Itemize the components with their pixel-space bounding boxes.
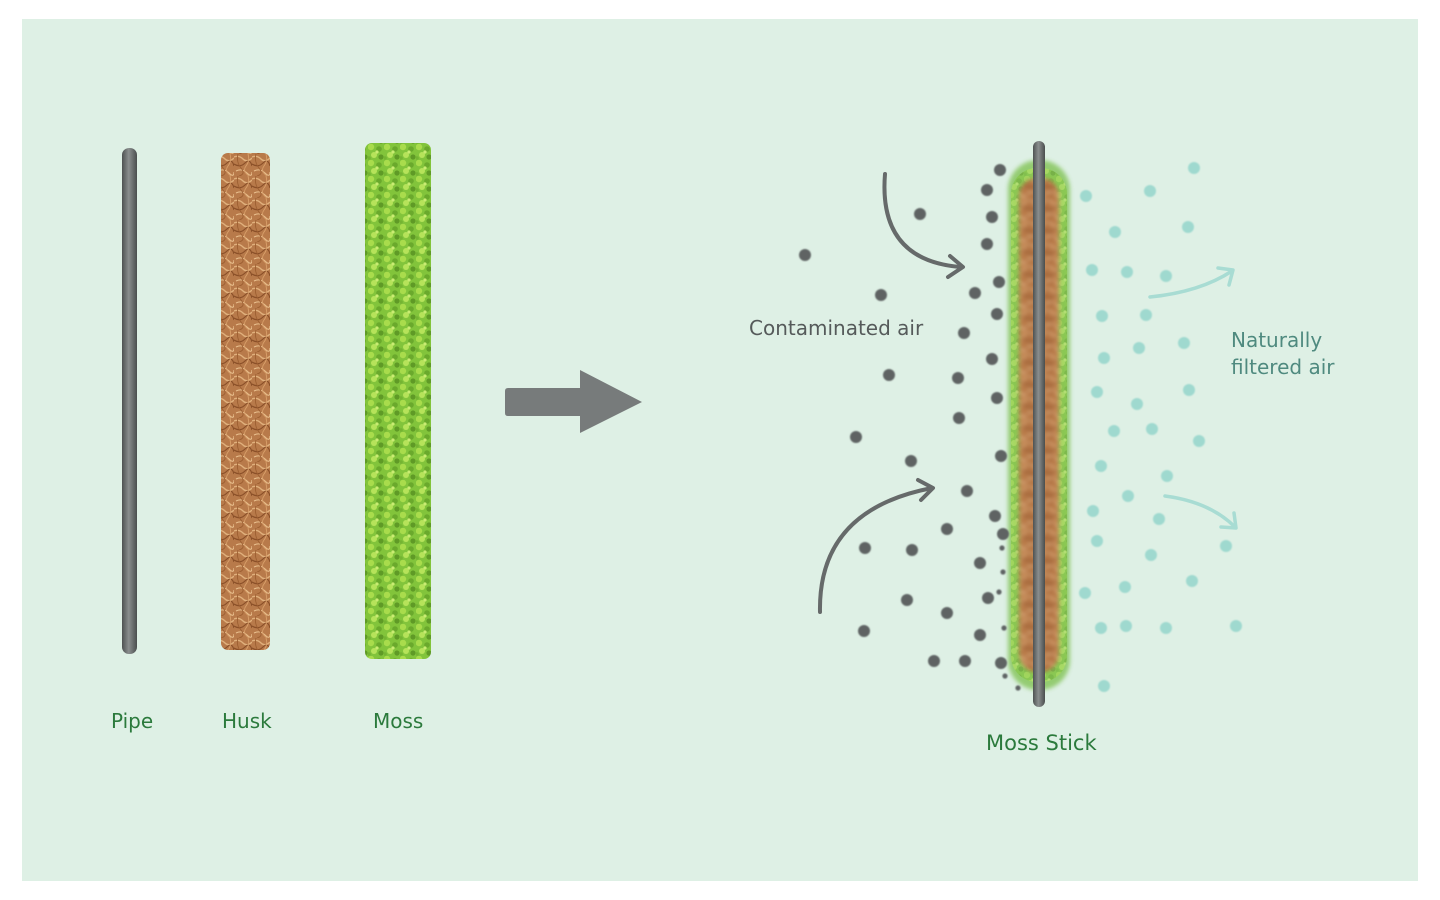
clean-air-particle (1091, 535, 1103, 547)
contaminated-flow-arrows (817, 172, 965, 614)
clean-air-particle (1188, 162, 1200, 174)
clean-air-particle (1153, 513, 1165, 525)
contaminant-particle (999, 545, 1005, 551)
clean-air-particle (1230, 620, 1242, 632)
curved-arrow-icon (817, 486, 934, 614)
contaminant-particle (941, 607, 953, 619)
moss-stick-label: Moss Stick (986, 731, 1097, 755)
contaminant-particle (883, 369, 895, 381)
contaminant-particle (995, 450, 1007, 462)
contaminant-particle (986, 353, 998, 365)
contaminant-particle (997, 528, 1009, 540)
clean-air-particle (1220, 540, 1232, 552)
clean-air-particle (1098, 352, 1110, 364)
curved-arrow-icon (882, 172, 962, 269)
clean-air-particle (1186, 575, 1198, 587)
clean-air-particle (1145, 549, 1157, 561)
contaminant-particle (941, 523, 953, 535)
clean-air-particle (1087, 505, 1099, 517)
contaminant-particle (961, 485, 973, 497)
clean-air-particle (1095, 622, 1107, 634)
contaminant-particle (986, 211, 998, 223)
clean-air-particle (1098, 680, 1110, 692)
clean-air-particle (1133, 342, 1145, 354)
contaminant-particle (969, 287, 981, 299)
clean-air-particle (1119, 581, 1131, 593)
filtered-air-line2: filtered air (1231, 355, 1335, 379)
clean-air-particle (1146, 423, 1158, 435)
contaminant-particle (928, 655, 940, 667)
contaminant-particle (989, 510, 1001, 522)
clean-air-particle (1108, 425, 1120, 437)
contaminated-air-label: Contaminated air (749, 316, 924, 340)
clean-air-particle (1131, 398, 1143, 410)
contaminant-particle (996, 589, 1002, 595)
clean-air-particle (1080, 190, 1092, 202)
filtered-air-line1: Naturally (1231, 328, 1323, 352)
clean-air-particle (1160, 622, 1172, 634)
curved-arrow-icon (1163, 494, 1237, 529)
contaminant-particle (974, 557, 986, 569)
contaminant-particle (991, 308, 1003, 320)
clean-air-particle (1096, 310, 1108, 322)
clean-air-particle (1160, 270, 1172, 282)
clean-air-particle (1095, 460, 1107, 472)
moss-component (365, 143, 431, 659)
clean-air-particle (1121, 266, 1133, 278)
curved-arrow-icon (1148, 269, 1234, 299)
clean-air-particle (1144, 185, 1156, 197)
contaminant-particle (859, 542, 871, 554)
filtered-air-label: Naturally filtered air (1231, 327, 1334, 381)
contaminant-particle (906, 544, 918, 556)
clean-air-particle (1178, 337, 1190, 349)
contaminant-particle (799, 249, 811, 261)
contaminant-particle (959, 655, 971, 667)
contaminant-particle (1002, 673, 1008, 679)
contaminant-particle (995, 657, 1007, 669)
contaminant-particle (991, 392, 1003, 404)
husk-component (221, 153, 270, 650)
contaminant-particle (982, 592, 994, 604)
clean-air-particle (1182, 221, 1194, 233)
contaminant-particle (1000, 569, 1006, 575)
contaminant-particle (952, 372, 964, 384)
contaminant-particles (799, 164, 1021, 691)
clean-air-particle (1161, 470, 1173, 482)
contaminant-particle (901, 594, 913, 606)
moss-stick (1008, 141, 1070, 707)
contaminant-particle (981, 238, 993, 250)
contaminant-particle (1015, 685, 1021, 691)
pipe-component (122, 148, 137, 654)
contaminant-particle (1001, 625, 1007, 631)
pipe-label: Pipe (111, 709, 154, 733)
filtered-flow-arrows (1148, 266, 1238, 530)
clean-air-particle (1140, 309, 1152, 321)
contaminant-particle (993, 276, 1005, 288)
clean-air-particle (1120, 620, 1132, 632)
clean-air-particle (1183, 384, 1195, 396)
clean-air-particle (1193, 435, 1205, 447)
contaminant-particle (858, 625, 870, 637)
contaminant-particle (981, 184, 993, 196)
clean-air-particles (1079, 162, 1242, 692)
clean-air-particle (1091, 386, 1103, 398)
contaminant-particle (994, 164, 1006, 176)
contaminant-particle (953, 412, 965, 424)
moss-label: Moss (373, 709, 424, 733)
clean-air-particle (1086, 264, 1098, 276)
contaminant-particle (875, 289, 887, 301)
contaminant-particle (974, 629, 986, 641)
contaminant-particle (958, 327, 970, 339)
right-arrow-icon (505, 370, 642, 433)
clean-air-particle (1109, 226, 1121, 238)
contaminant-particle (914, 208, 926, 220)
clean-air-particle (1122, 490, 1134, 502)
clean-air-particle (1079, 587, 1091, 599)
contaminant-particle (850, 431, 862, 443)
husk-label: Husk (222, 709, 272, 733)
contaminant-particle (905, 455, 917, 467)
